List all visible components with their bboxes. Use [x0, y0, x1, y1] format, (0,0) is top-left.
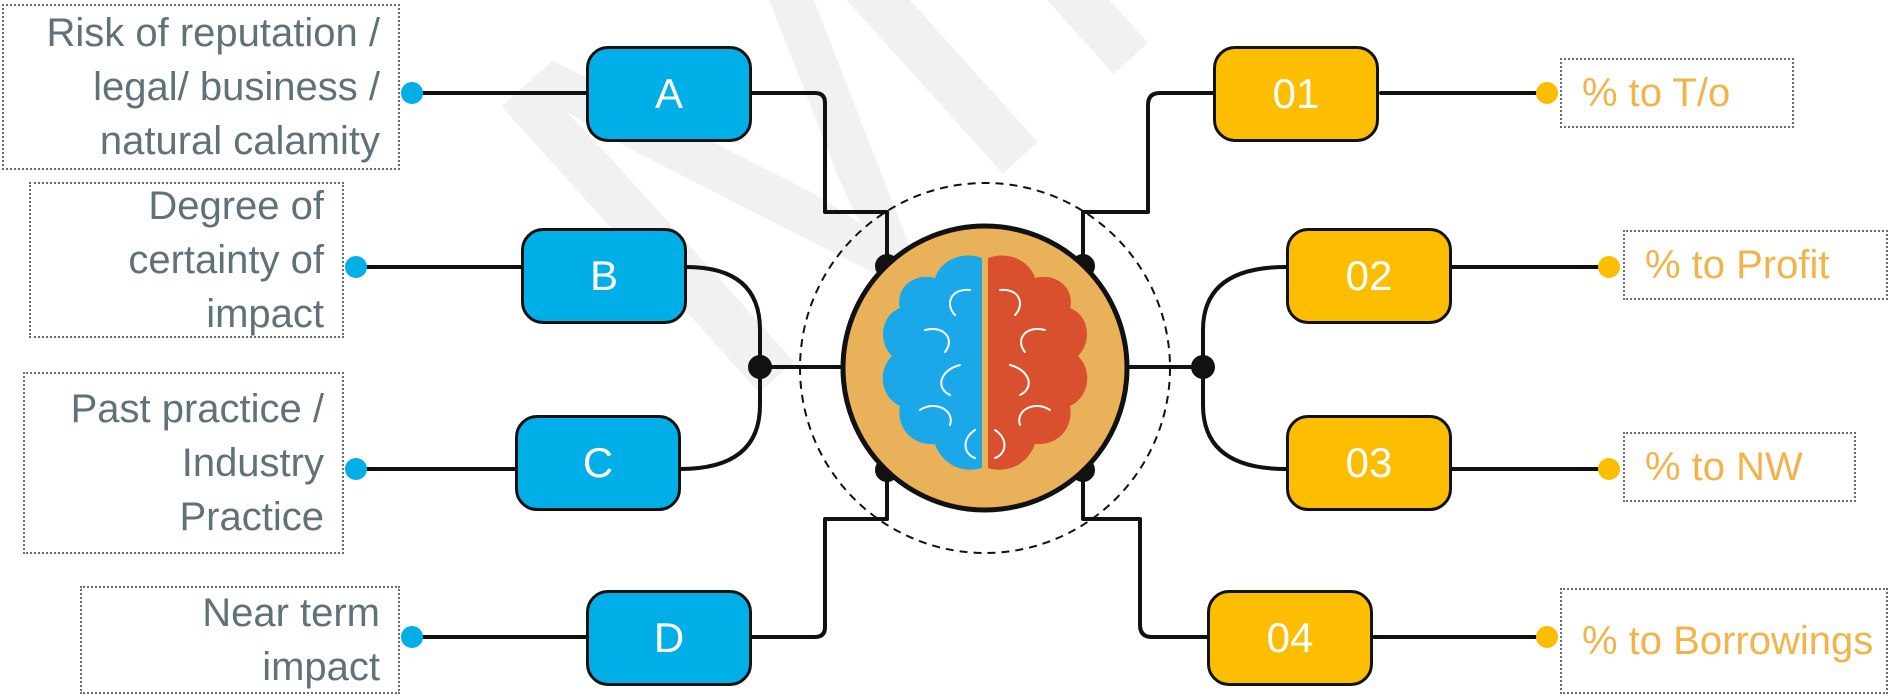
end-dot-left [401, 82, 423, 104]
end-dot-right [1536, 82, 1558, 104]
node-03: 03 [1286, 415, 1452, 511]
label-02-text: % to Profit [1645, 243, 1830, 287]
label-01-text: % to T/o [1582, 71, 1731, 115]
label-box-01: % to T/o [1560, 58, 1794, 128]
label-box-d: Near term impact [80, 586, 400, 694]
route-04 [1081, 466, 1210, 639]
label-box-b: Degree of certainty of impact [29, 182, 344, 338]
label-c-text: Past practice / Industry Practice [70, 387, 324, 539]
route-b [684, 265, 762, 369]
route-01 [1081, 91, 1217, 270]
node-a: A [586, 46, 752, 142]
label-d-text: Near term impact [202, 591, 380, 689]
route-02 [1201, 265, 1288, 369]
dashed-ring [799, 182, 1171, 554]
label-04-text: % to Borrowings [1582, 619, 1874, 663]
label-box-c: Past practice / Industry Practice [23, 372, 344, 554]
node-02: 02 [1286, 228, 1452, 324]
end-dot-right [1598, 458, 1620, 480]
label-box-02: % to Profit [1623, 230, 1888, 300]
end-dot-left [345, 256, 367, 278]
end-dot-left [401, 626, 423, 648]
label-box-04: % to Borrowings [1560, 588, 1888, 694]
label-03-text: % to NW [1645, 445, 1803, 489]
label-b-text: Degree of certainty of impact [128, 184, 324, 336]
route-03 [1201, 365, 1288, 471]
end-dot-right [1536, 626, 1558, 648]
node-b: B [521, 228, 687, 324]
junction-dot [1191, 355, 1215, 379]
node-d: D [586, 590, 752, 686]
route-a [750, 91, 889, 270]
end-dot-left [345, 458, 367, 480]
junction-dot [748, 355, 772, 379]
node-01: 01 [1213, 46, 1379, 142]
label-box-03: % to NW [1623, 432, 1856, 502]
end-dot-right [1598, 256, 1620, 278]
label-a-text: Risk of reputation / legal/ business / n… [46, 11, 381, 163]
route-d [750, 466, 889, 639]
node-04: 04 [1207, 590, 1373, 686]
label-box-a: Risk of reputation / legal/ business / n… [2, 4, 400, 170]
brain-icon [840, 223, 1130, 513]
node-c: C [515, 415, 681, 511]
route-c [678, 365, 762, 471]
